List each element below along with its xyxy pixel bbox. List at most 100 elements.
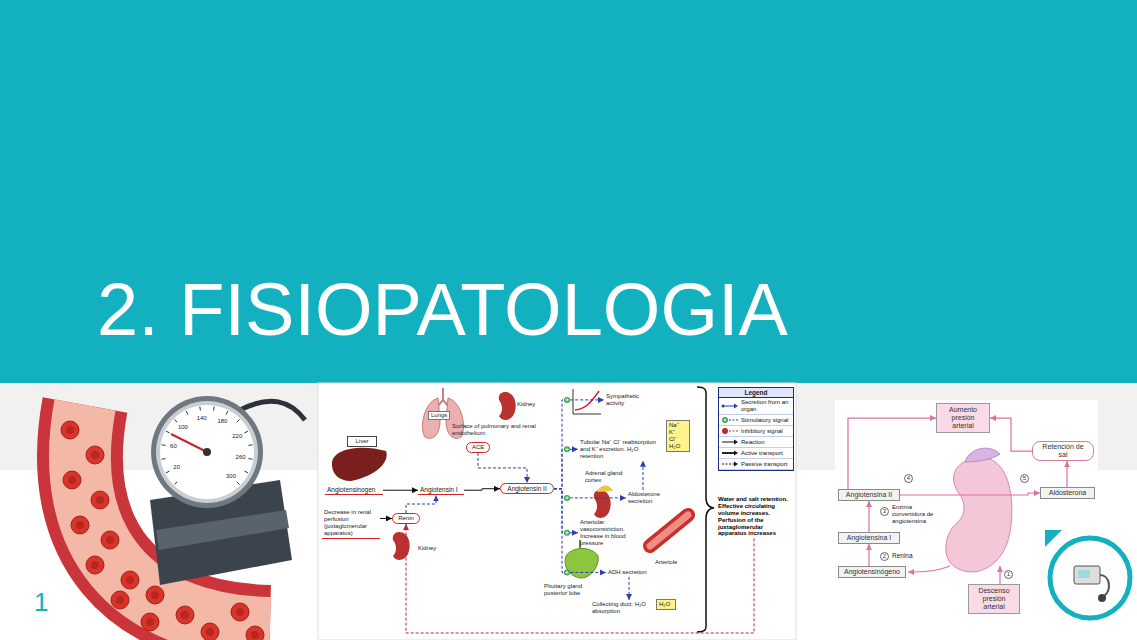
enzyme-oval: Renin — [392, 513, 420, 524]
legend-heading: Legend — [719, 389, 793, 396]
red-blood-cells — [86, 446, 104, 464]
callout-number: 1 — [1004, 570, 1013, 579]
node-text: H₂O — [669, 443, 687, 450]
connector — [1066, 461, 1067, 487]
stimulatory-mark — [564, 446, 570, 452]
ion-box: H₂O — [656, 599, 676, 610]
connector — [380, 518, 392, 519]
node-text: Liver — [350, 438, 374, 445]
red-blood-cells — [141, 613, 159, 631]
red-blood-cells — [91, 561, 99, 569]
connector — [990, 418, 1032, 451]
red-blood-cells — [246, 626, 264, 640]
manometer-gauge — [156, 401, 258, 503]
effect-label: Aldosterone secretion — [626, 490, 668, 506]
legend-row: Stimulatory signal — [719, 415, 793, 426]
connector — [629, 577, 630, 600]
liver-drawing — [332, 448, 387, 481]
arteriole-drawing — [650, 515, 688, 546]
connector — [868, 501, 869, 532]
stimulatory-mark — [564, 495, 570, 501]
monitor-icon — [1098, 594, 1106, 602]
effect-label: Sympathetic activity — [604, 392, 648, 408]
gauge-ticks — [162, 458, 166, 460]
ion-box: Na⁺K⁺Cl⁻H₂O — [666, 420, 690, 452]
gauge-number: 260 — [233, 454, 249, 461]
summary-note: Water and salt retention. Effective circ… — [716, 495, 792, 538]
red-blood-cells — [231, 603, 249, 621]
node-text: Angiotensin I — [420, 486, 462, 493]
gauge-number: 180 — [214, 418, 230, 425]
leader-arrow — [999, 566, 1000, 584]
manometer-gauge — [151, 396, 263, 508]
node-text: Na⁺ — [669, 422, 687, 429]
red-blood-cells — [68, 476, 76, 484]
legend-sample — [721, 438, 739, 446]
connector — [554, 449, 578, 488]
title-band — [0, 0, 1137, 383]
substance-oval: Angiotensin II — [500, 483, 554, 494]
stimulatory-mark — [565, 571, 569, 575]
lower-ground — [0, 383, 1137, 640]
gauge-ticks — [244, 431, 248, 433]
slide-title: 2. FISIOPATOLOGIA — [97, 273, 788, 347]
stimulatory-mark — [564, 530, 570, 536]
red-blood-cells — [91, 491, 109, 509]
legend-row: Secretion from an organ — [719, 398, 793, 415]
connector — [406, 495, 436, 513]
node-text: Aumento presión arterial — [940, 406, 986, 430]
legend-row: Reaction — [719, 437, 793, 448]
activity-graph — [573, 389, 601, 414]
legend-text: Passive transport — [741, 461, 787, 468]
organ-label: Adrenal gland: cortex — [585, 470, 627, 484]
node-text: Descenso presión arterial — [972, 587, 1016, 611]
node-text: Collecting duct: H₂O absorption — [592, 601, 650, 615]
enzyme-note: Enzima convertidora de angiotensina — [892, 504, 942, 525]
brace — [697, 387, 714, 632]
manometer-gauge — [160, 405, 254, 499]
stimulatory-mark — [564, 397, 570, 403]
gauge-number: 20 — [169, 464, 185, 471]
node-text: Aldosterona — [1043, 489, 1092, 497]
node-text: Cl⁻ — [669, 436, 687, 443]
organ-label: Pituitary gland posterior lobe — [544, 583, 588, 597]
red-blood-cells — [246, 626, 264, 640]
legend-sample — [721, 402, 739, 410]
legend-sample — [722, 464, 734, 465]
gauge-ticks — [226, 411, 228, 415]
monitor-icon — [1100, 575, 1109, 596]
node-text: H₂O — [659, 601, 673, 608]
manometer-gauge — [171, 434, 207, 452]
red-blood-cells — [141, 613, 159, 631]
red-blood-cells — [86, 556, 104, 574]
red-blood-cells — [251, 631, 259, 639]
legend-sample — [721, 449, 739, 457]
red-blood-cells — [236, 608, 244, 616]
gauge-ticks — [248, 444, 252, 446]
trigger-note: Decrease in renal perfusion (juxtaglomer… — [322, 508, 380, 539]
legend-sample — [722, 442, 734, 443]
legend-sample — [721, 416, 739, 424]
kidney-drawing — [393, 532, 410, 560]
legend-row: Inhibitory signal — [719, 426, 793, 437]
callout-number: 2 — [880, 552, 889, 561]
monitor-icon — [1074, 566, 1100, 584]
effect-label: Tubular Na⁺ Cl⁻ reabsorption and K⁺ excr… — [578, 438, 660, 461]
node-text: Angiotensinógeno — [841, 568, 903, 576]
connector — [464, 489, 500, 491]
red-blood-cells — [121, 571, 139, 589]
red-blood-cells — [201, 623, 219, 640]
node-text: Renin — [398, 515, 414, 522]
effect-label: ADH secretion — [606, 568, 652, 577]
red-blood-cells — [181, 611, 189, 619]
red-blood-cells — [71, 516, 89, 534]
legend-sample — [729, 431, 738, 432]
red-blood-cells — [201, 623, 219, 640]
substance-label: Angiotensinogen — [325, 485, 383, 495]
connector — [868, 544, 869, 566]
signal-marks — [564, 397, 570, 576]
enzyme-oval: ACE — [466, 442, 490, 453]
page-number: 1 — [34, 588, 48, 618]
kidney-illustration — [946, 448, 1012, 572]
stimulatory-mark — [565, 531, 569, 535]
